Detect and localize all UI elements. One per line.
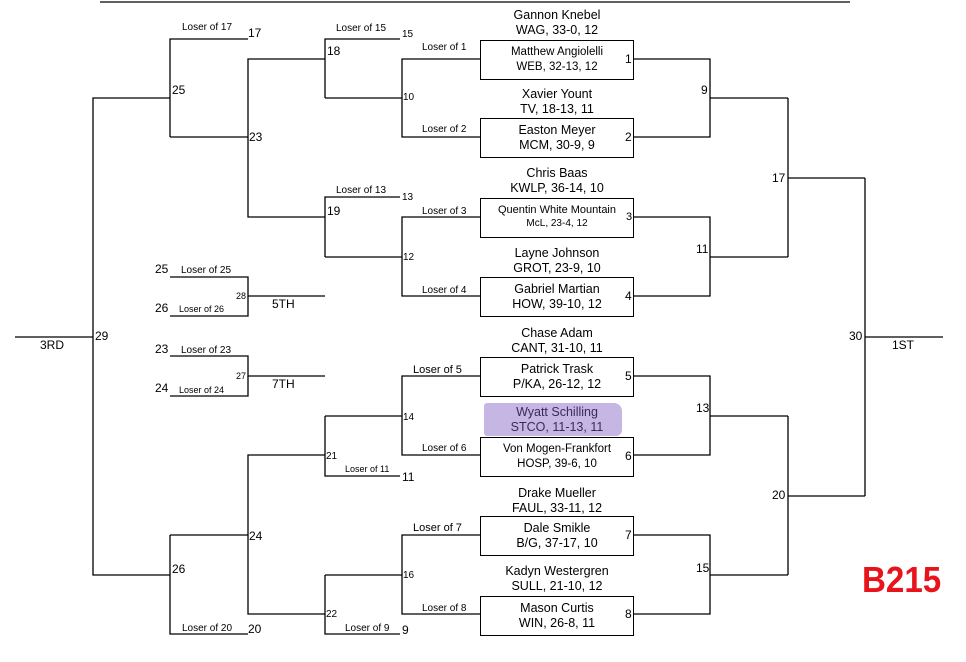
bout-number: 13 (696, 401, 710, 415)
bout-number: 17 (772, 171, 786, 185)
place-label-fifth: 5TH (272, 297, 295, 311)
bout-number: 2 (625, 130, 632, 144)
loser-label: Loser of 2 (422, 124, 467, 135)
loser-label: Loser of 6 (422, 443, 467, 454)
bout-number: 21 (326, 451, 338, 462)
bout-number: 5 (625, 369, 632, 383)
bout-number: 13 (402, 192, 414, 203)
loser-label: Loser of 13 (336, 185, 387, 196)
bout-number: 11 (402, 470, 415, 484)
bout-number: 15 (696, 561, 710, 575)
bout-number: 24 (155, 381, 169, 395)
bout-number: 14 (403, 412, 415, 423)
bout-code: B215 (862, 559, 942, 600)
bout-number: 11 (696, 242, 709, 256)
bout-number: 20 (248, 622, 262, 636)
loser-label: Loser of 26 (179, 304, 225, 314)
bout-number: 1 (625, 52, 632, 66)
place-label-seventh: 7TH (272, 377, 295, 391)
bout-number: 18 (327, 44, 341, 58)
loser-label: Loser of 20 (182, 623, 233, 634)
bout-number: 26 (155, 301, 169, 315)
place-label-third: 3RD (40, 338, 65, 352)
loser-label: Loser of 5 (413, 364, 462, 376)
bout-number: 25 (172, 83, 186, 97)
bout-number: 17 (248, 26, 262, 40)
loser-label: Loser of 4 (422, 285, 467, 296)
loser-label: Loser of 7 (413, 522, 462, 534)
bout-number: 19 (327, 204, 341, 218)
loser-label: Loser of 17 (182, 22, 233, 33)
bout-number: 30 (849, 329, 863, 343)
loser-label: Loser of 11 (345, 464, 390, 474)
loser-label: Loser of 8 (422, 603, 467, 614)
highlight-mark (484, 403, 622, 436)
bout-number: 10 (403, 92, 415, 103)
loser-label: Loser of 25 (181, 265, 232, 276)
loser-label: Loser of 3 (422, 206, 467, 217)
bout-number: 16 (403, 570, 415, 581)
bout-number: 20 (772, 488, 786, 502)
bout-number: 28 (236, 291, 247, 301)
loser-label: Loser of 23 (181, 345, 232, 356)
bout-number: 9 (402, 623, 409, 637)
bout-number: 12 (403, 252, 415, 263)
bout-number: 4 (625, 289, 632, 303)
bout-number: 9 (701, 83, 708, 97)
bout-number: 22 (326, 609, 338, 620)
bout-number: 23 (155, 342, 169, 356)
bout-number: 23 (249, 130, 263, 144)
bout-number: 24 (249, 529, 263, 543)
bout-number: 6 (625, 449, 632, 463)
bout-number: 8 (625, 607, 632, 621)
bout-number: 25 (155, 262, 169, 276)
loser-label: Loser of 1 (422, 42, 467, 53)
loser-label: Loser of 9 (345, 623, 390, 634)
bout-number: 15 (402, 29, 414, 40)
place-label-first: 1ST (892, 338, 915, 352)
bout-number: 27 (236, 371, 247, 381)
loser-label: Loser of 24 (179, 385, 225, 395)
bout-number: 26 (172, 562, 186, 576)
bout-number: 29 (95, 329, 109, 343)
bout-number: 7 (625, 528, 632, 542)
loser-label: Loser of 15 (336, 23, 387, 34)
bout-number: 3 (626, 211, 633, 223)
